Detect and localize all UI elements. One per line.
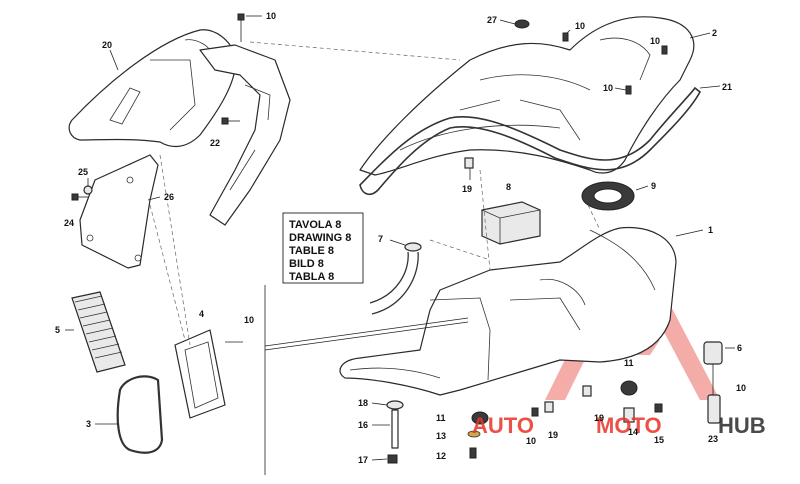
- watermark-auto: AUTO: [472, 413, 534, 438]
- callout-10-sensor: 10: [736, 383, 746, 393]
- callout-11-right: 11: [624, 358, 634, 368]
- callout-19-top: 19: [462, 184, 472, 194]
- callout-25: 25: [78, 167, 88, 177]
- callout-10-cover-a: 10: [575, 21, 585, 31]
- inset-pointer: [264, 285, 469, 475]
- screw-10-cover-c: [625, 85, 632, 95]
- clip-19-lower-a: [544, 401, 554, 413]
- callout-17: 17: [358, 455, 368, 465]
- clip-19-lower-b: [582, 385, 592, 397]
- callout-6: 6: [737, 343, 742, 353]
- screw-10-lower: [531, 407, 539, 417]
- callout-24: 24: [64, 218, 74, 228]
- part-26-panel: [79, 154, 159, 269]
- part-11-grommet-right: [620, 380, 638, 396]
- part-21-gasket: [359, 86, 702, 196]
- callout-23: 23: [708, 434, 718, 444]
- watermark-text: AUTO MOTO HUB: [472, 413, 766, 438]
- callout-4: 4: [199, 309, 204, 319]
- part-13-washer: [467, 430, 481, 438]
- callout-22: 22: [210, 138, 220, 148]
- part-6-sensor: [703, 341, 723, 395]
- part-side-bracket: [199, 44, 291, 226]
- part-11-grommet-left: [471, 411, 489, 425]
- callout-14: 14: [628, 427, 638, 437]
- part-8-block: [481, 201, 541, 245]
- part-1-airbox: [339, 226, 677, 396]
- callout-10-lower: 10: [526, 436, 536, 446]
- callout-19-lower-b: 19: [594, 413, 604, 423]
- screw-24: [71, 193, 88, 201]
- callout-12: 12: [436, 451, 446, 461]
- screw-10-top: [237, 13, 245, 42]
- part-4-filter-frame: [174, 329, 243, 419]
- part-16-stud: [391, 409, 399, 449]
- part-18-washer: [386, 400, 404, 410]
- callout-26: 26: [164, 192, 174, 202]
- drawing-line-3: TABLE 8: [289, 245, 334, 257]
- part-27-plug: [514, 19, 530, 29]
- drawing-reference-box: TAVOLA 8 DRAWING 8 TABLE 8 BILD 8 TABLA …: [282, 212, 364, 284]
- callout-20: 20: [102, 40, 112, 50]
- callout-10-cover-c: 10: [603, 83, 613, 93]
- part-23-valve: [707, 394, 721, 424]
- callout-2: 2: [712, 28, 717, 38]
- part-12-screw: [469, 447, 477, 459]
- callout-1: 1: [708, 225, 713, 235]
- screw-10-cover-b: [661, 45, 668, 55]
- callout-10-top: 10: [266, 11, 276, 21]
- callout-19-lower-a: 19: [548, 430, 558, 440]
- callout-15: 15: [654, 435, 664, 445]
- callout-16: 16: [358, 420, 368, 430]
- callout-10-cover-b: 10: [650, 36, 660, 46]
- drawing-line-5: TABLA 8: [289, 271, 334, 283]
- drawing-line-2: DRAWING 8: [289, 232, 351, 244]
- callout-8: 8: [506, 182, 511, 192]
- part-7-hose: [369, 242, 422, 315]
- callout-labels: 10 20 22 25 24 26 27 10 2 10 10 21 19 8 …: [55, 11, 746, 465]
- callout-27: 27: [487, 15, 497, 25]
- assembly-guide-lines: [149, 41, 601, 346]
- callout-11-left: 11: [436, 413, 446, 423]
- screw-22: [221, 117, 240, 125]
- part-14-spacer: [623, 407, 635, 423]
- callout-18: 18: [358, 398, 368, 408]
- part-20-side-panel: [68, 29, 237, 147]
- part-3-seal: [116, 375, 164, 454]
- part-15-screw: [654, 403, 663, 413]
- part-9-grommet: [581, 181, 635, 211]
- callout-3: 3: [86, 419, 91, 429]
- part-17-screw: [387, 454, 398, 464]
- callout-7: 7: [378, 234, 383, 244]
- watermark-moto: MOTO: [596, 413, 662, 438]
- watermark-hub: HUB: [718, 413, 766, 438]
- drawing-line-4: BILD 8: [289, 258, 324, 270]
- callout-13: 13: [436, 431, 446, 441]
- callout-9: 9: [651, 181, 656, 191]
- callout-5: 5: [55, 325, 60, 335]
- screw-10-cover-a: [562, 32, 569, 42]
- clip-19-top: [464, 157, 474, 169]
- washer-25: [83, 185, 93, 195]
- callout-leaders: [65, 15, 735, 461]
- part-2-top-cover: [359, 16, 695, 176]
- callout-21: 21: [722, 82, 732, 92]
- part-5-air-filter: [71, 291, 126, 373]
- drawing-line-1: TAVOLA 8: [289, 219, 341, 231]
- callout-10-frame: 10: [244, 315, 254, 325]
